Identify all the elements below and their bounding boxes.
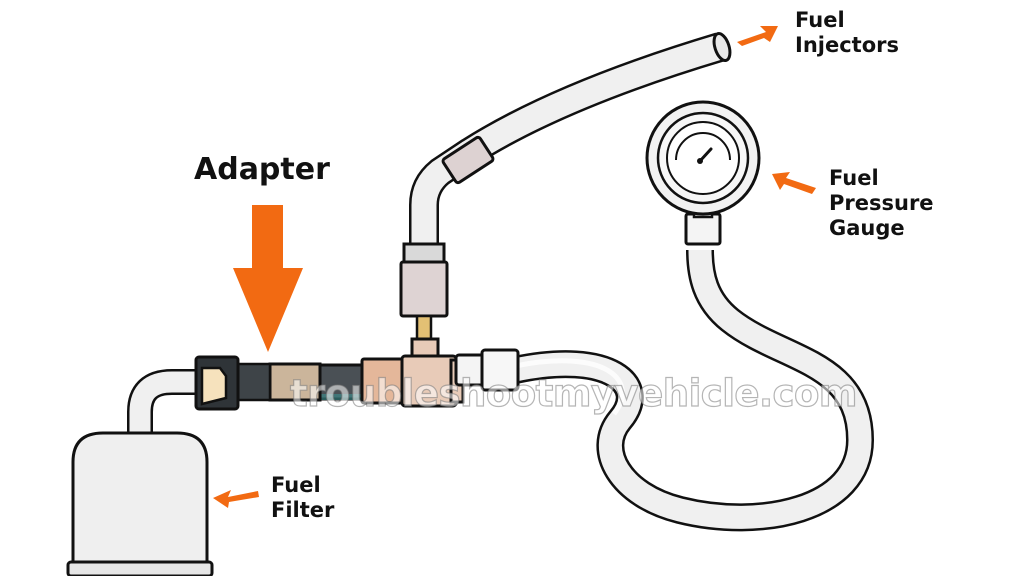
gauge-arrow (772, 172, 816, 194)
filter-arrow (213, 490, 259, 508)
adapter-label-text: Adapter (194, 152, 330, 187)
gauge-label-line-2: Pressure (829, 191, 934, 215)
gauge-label-line-1: Fuel (829, 166, 879, 190)
adapter-label: Adapter (194, 153, 330, 187)
fuel-pressure-gauge-label: Fuel Pressure Gauge (829, 166, 934, 241)
injector-hose (409, 32, 732, 262)
watermark: troubleshootmyvehicle.com (289, 371, 858, 415)
gauge-hose-fitting (454, 348, 520, 392)
injectors-arrow (737, 26, 778, 46)
fuel-filter-line-1: Fuel (271, 473, 321, 497)
fuel-injectors-line-2: Injectors (795, 33, 899, 57)
injector-line-fitting (399, 242, 449, 346)
fuel-filter (66, 431, 214, 576)
fuel-injectors-line-1: Fuel (795, 8, 845, 32)
fuel-filter-label: Fuel Filter (271, 473, 334, 523)
gauge-label-line-3: Gauge (829, 216, 905, 240)
adapter-arrow (233, 205, 303, 352)
gauge-hose (512, 249, 875, 532)
fuel-injectors-label: Fuel Injectors (795, 8, 899, 58)
fuel-pressure-gauge (645, 100, 761, 246)
injector-hose-clamp (441, 135, 495, 185)
fuel-filter-line-2: Filter (271, 498, 335, 522)
filter-hose (127, 369, 205, 445)
